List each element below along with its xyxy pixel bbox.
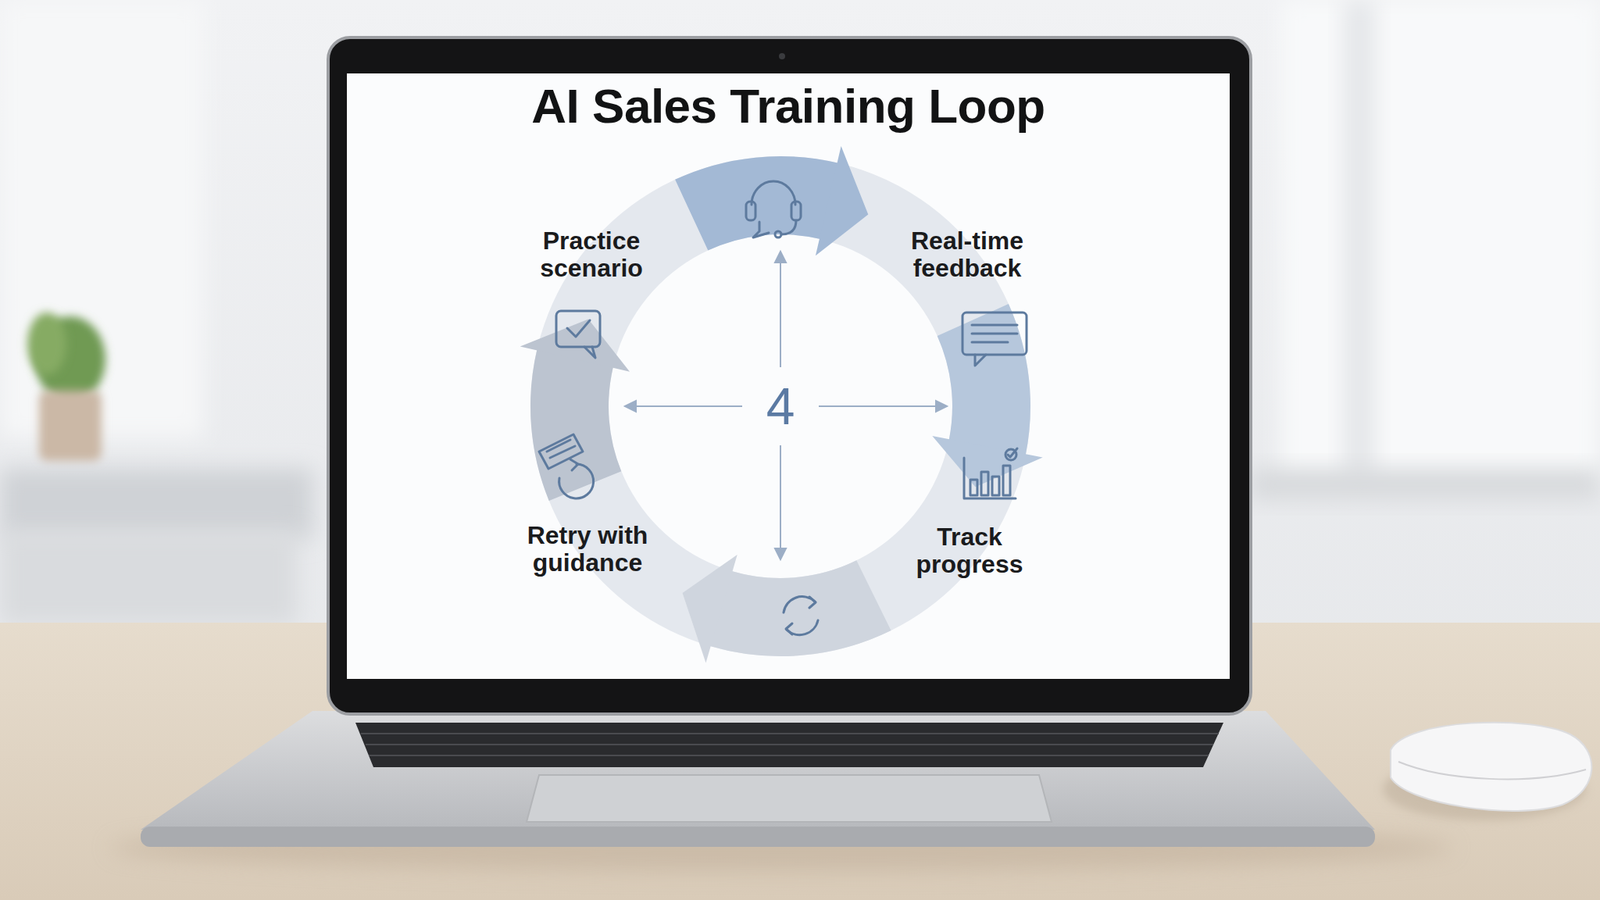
retry-document-icon [539, 434, 594, 499]
step-text: Real-time feedback [883, 227, 1051, 283]
step-label: Retry with guidance [497, 518, 678, 580]
chat-icon [962, 312, 1027, 366]
arrow-band [972, 320, 992, 449]
refresh-icon [783, 596, 818, 636]
step-text: Track progress [885, 523, 1054, 579]
arrow-head [520, 319, 630, 372]
arrow-band [720, 595, 874, 618]
step-text: Retry with guidance [503, 521, 672, 577]
step-label: Track progress [879, 520, 1060, 582]
arrow-band [691, 195, 829, 215]
bar-chart-icon [964, 448, 1018, 499]
cycle-arrow [691, 146, 868, 256]
step-label: Practice scenario [501, 224, 682, 286]
cycle-arrow [682, 554, 875, 663]
arrow-head [682, 554, 738, 663]
step-text: Practice scenario [507, 227, 675, 283]
arrow-band [569, 357, 586, 486]
cycle-arrow [520, 319, 630, 487]
headset-icon [746, 181, 801, 238]
center-number: 4 [766, 378, 796, 436]
checkbox-bubble-icon [556, 310, 600, 358]
diagram-title: AI Sales Training Loop [346, 78, 1230, 134]
arrow-head [815, 146, 868, 256]
step-label: Real-time feedback [877, 224, 1058, 286]
